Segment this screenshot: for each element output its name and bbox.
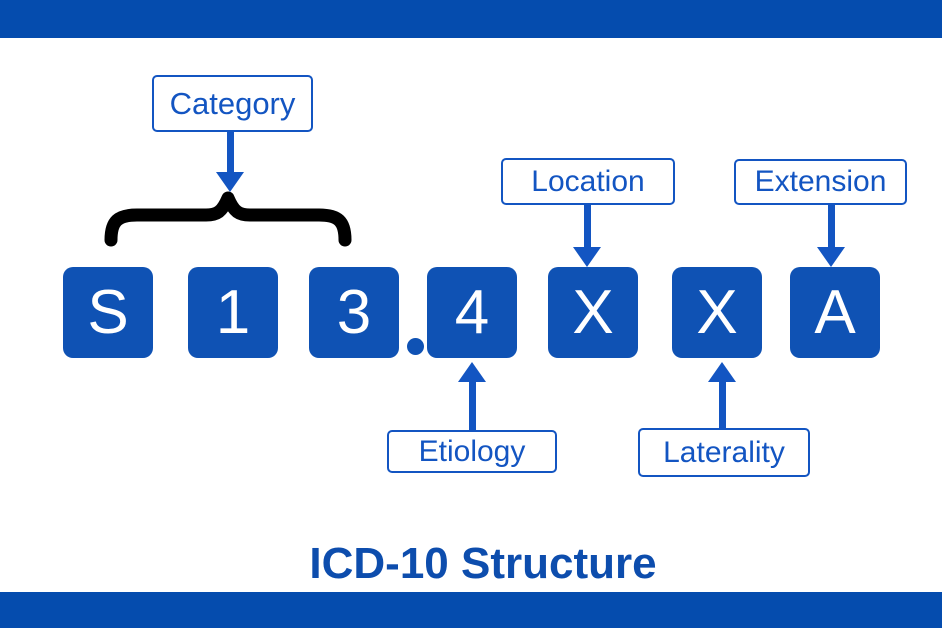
etiology-arrow-stem — [469, 380, 476, 430]
top-accent-bar — [0, 0, 942, 38]
category-label: Category — [152, 75, 313, 132]
category-arrow-icon — [216, 172, 244, 192]
laterality-arrow-icon — [708, 362, 736, 382]
location-arrow-stem — [584, 205, 591, 248]
code-char-box-s: S — [63, 267, 153, 358]
etiology-label-text: Etiology — [418, 434, 526, 468]
code-char-text: A — [814, 277, 856, 347]
extension-arrow-stem — [828, 205, 835, 248]
etiology-label: Etiology — [387, 430, 557, 473]
category-brace-icon — [104, 191, 352, 247]
code-char-text: 4 — [454, 277, 490, 347]
code-char-text: 3 — [336, 277, 372, 347]
laterality-label-text: Laterality — [663, 435, 785, 469]
category-arrow-stem — [227, 131, 234, 174]
location-label: Location — [501, 158, 675, 205]
code-char-box-x1: X — [548, 267, 638, 358]
code-char-box-3: 3 — [309, 267, 399, 358]
location-label-text: Location — [531, 164, 645, 198]
laterality-label: Laterality — [638, 428, 810, 477]
code-char-box-a: A — [790, 267, 880, 358]
code-char-box-1: 1 — [188, 267, 278, 358]
code-char-text: 1 — [215, 277, 251, 347]
extension-label: Extension — [734, 159, 907, 205]
bottom-accent-bar — [0, 592, 942, 628]
decimal-point-dot — [407, 338, 424, 355]
category-label-text: Category — [169, 85, 296, 121]
laterality-arrow-stem — [719, 380, 726, 428]
code-char-box-x2: X — [672, 267, 762, 358]
etiology-arrow-icon — [458, 362, 486, 382]
code-char-text: X — [572, 277, 614, 347]
code-char-text: S — [87, 277, 129, 347]
page-title: ICD-10 Structure — [309, 539, 657, 588]
location-arrow-icon — [573, 247, 601, 267]
extension-label-text: Extension — [754, 165, 887, 198]
extension-arrow-icon — [817, 247, 845, 267]
code-char-box-4: 4 — [427, 267, 517, 358]
code-char-text: X — [696, 277, 738, 347]
